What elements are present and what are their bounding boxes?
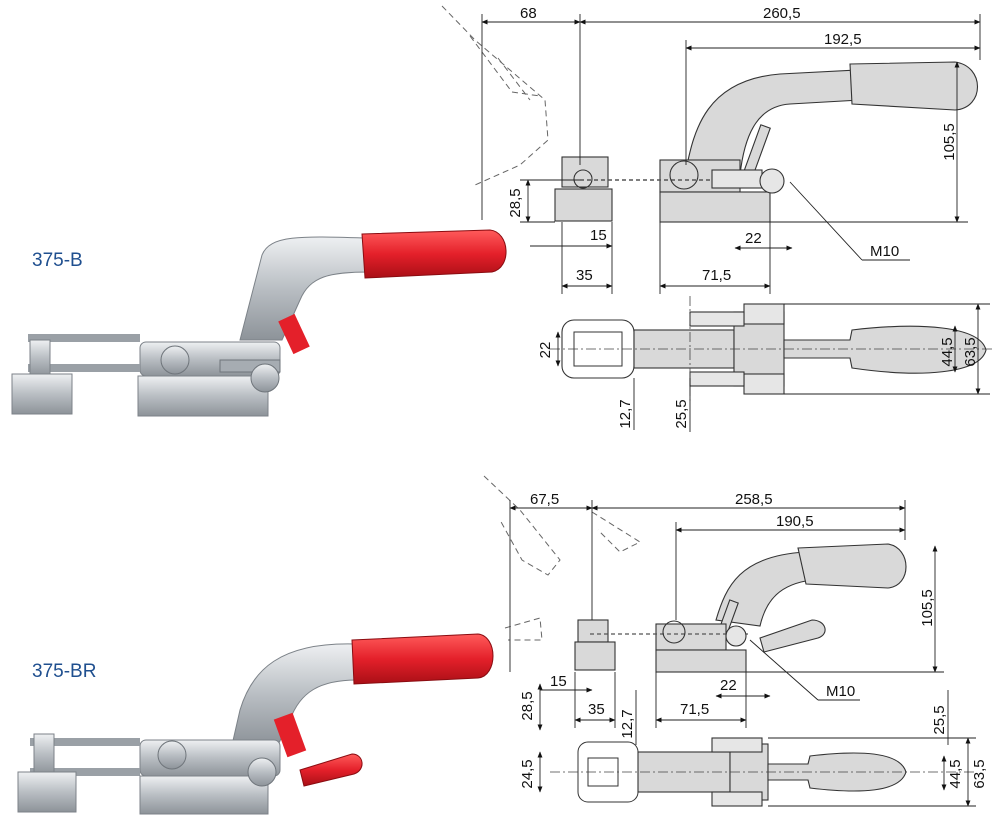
dimension-overall-b: 260,5 [579, 5, 981, 25]
dimension-35-b: 35 [561, 267, 613, 289]
dimension-open-reach-b: 68 [481, 5, 581, 25]
svg-text:15: 15 [550, 673, 567, 690]
svg-text:192,5: 192,5 [824, 31, 862, 48]
svg-text:63,5: 63,5 [962, 337, 979, 366]
dimension-22-br: 22 [715, 677, 771, 699]
svg-text:44,5: 44,5 [947, 759, 964, 788]
product-photo-375-b [11, 229, 507, 417]
dimension-25-br: 25,5 [931, 690, 949, 745]
dimension-base-br: 28,5 [519, 683, 543, 731]
svg-text:68: 68 [520, 5, 537, 22]
svg-text:67,5: 67,5 [530, 491, 559, 508]
svg-text:105,5: 105,5 [941, 123, 958, 161]
svg-text:12,7: 12,7 [617, 399, 634, 428]
dimension-overall-br: 258,5 [591, 491, 906, 511]
dimension-height-br: 105,5 [919, 545, 938, 673]
handle-grip-drawing-b [849, 61, 978, 111]
product-photo-375-br [17, 633, 494, 815]
dimension-25-b: 25,5 [673, 378, 691, 432]
dimension-44-br: 44,5 [941, 755, 964, 791]
svg-text:63,5: 63,5 [971, 759, 988, 788]
svg-text:258,5: 258,5 [735, 491, 773, 508]
dimension-44-b: 44,5 [939, 325, 958, 373]
dimension-width-22-b: 22 [537, 331, 561, 367]
red-handle-grip [361, 229, 507, 279]
top-view-375-br: 24,5 44,5 63,5 [519, 737, 988, 807]
svg-text:22: 22 [745, 230, 762, 247]
dimension-63-b: 63,5 [962, 303, 981, 395]
dimension-35-br: 35 [574, 701, 616, 723]
dimension-base-b: 28,5 [507, 179, 531, 223]
top-view-375-b: 22 12,7 25,5 44,5 63,5 [537, 296, 992, 432]
svg-text:22: 22 [720, 677, 737, 694]
model-label-375-br: 375-BR [32, 661, 97, 682]
svg-text:12,7: 12,7 [619, 709, 636, 738]
side-view-375-br: 258,5 67,5 190,5 105,5 15 22 M [483, 475, 949, 745]
side-view-375-b: 260,5 68 192,5 105,5 28,5 15 [441, 5, 981, 294]
svg-text:35: 35 [576, 267, 593, 284]
dimension-open-reach-br: 67,5 [509, 491, 593, 511]
svg-text:22: 22 [537, 342, 554, 359]
svg-text:71,5: 71,5 [702, 267, 731, 284]
svg-text:25,5: 25,5 [931, 705, 948, 734]
dimension-63-br: 63,5 [965, 737, 988, 807]
dimension-24-br: 24,5 [519, 751, 543, 793]
svg-text:44,5: 44,5 [939, 337, 956, 366]
svg-text:28,5: 28,5 [519, 691, 536, 720]
model-label-375-b: 375-B [32, 250, 83, 271]
dimension-15-b: 15 [530, 227, 613, 249]
dimension-71-br: 71,5 [655, 701, 747, 723]
dimension-22-b: 22 [734, 230, 793, 251]
svg-text:71,5: 71,5 [680, 701, 709, 718]
dimension-15-br: 15 [540, 673, 593, 693]
thread-callout-br: M10 [749, 639, 860, 701]
svg-text:M10: M10 [826, 683, 855, 700]
svg-text:M10: M10 [870, 243, 899, 260]
dimension-handle-br: 190,5 [675, 513, 906, 533]
svg-text:35: 35 [588, 701, 605, 718]
dimension-71-b: 71,5 [659, 267, 771, 289]
red-handle-grip-br [351, 633, 494, 685]
svg-text:24,5: 24,5 [519, 759, 536, 788]
svg-text:260,5: 260,5 [763, 5, 801, 22]
svg-text:25,5: 25,5 [673, 399, 690, 428]
dimension-12-b: 12,7 [617, 378, 635, 430]
svg-text:190,5: 190,5 [776, 513, 814, 530]
dimension-height-b: 105,5 [941, 61, 960, 223]
thread-callout-b: M10 [789, 181, 910, 261]
dimension-handle-b: 192,5 [685, 31, 981, 51]
svg-text:28,5: 28,5 [507, 188, 524, 217]
svg-text:15: 15 [590, 227, 607, 244]
dimension-12-br: 12,7 [619, 690, 637, 745]
svg-text:105,5: 105,5 [919, 589, 936, 627]
handle-grip-drawing-br [797, 543, 907, 589]
